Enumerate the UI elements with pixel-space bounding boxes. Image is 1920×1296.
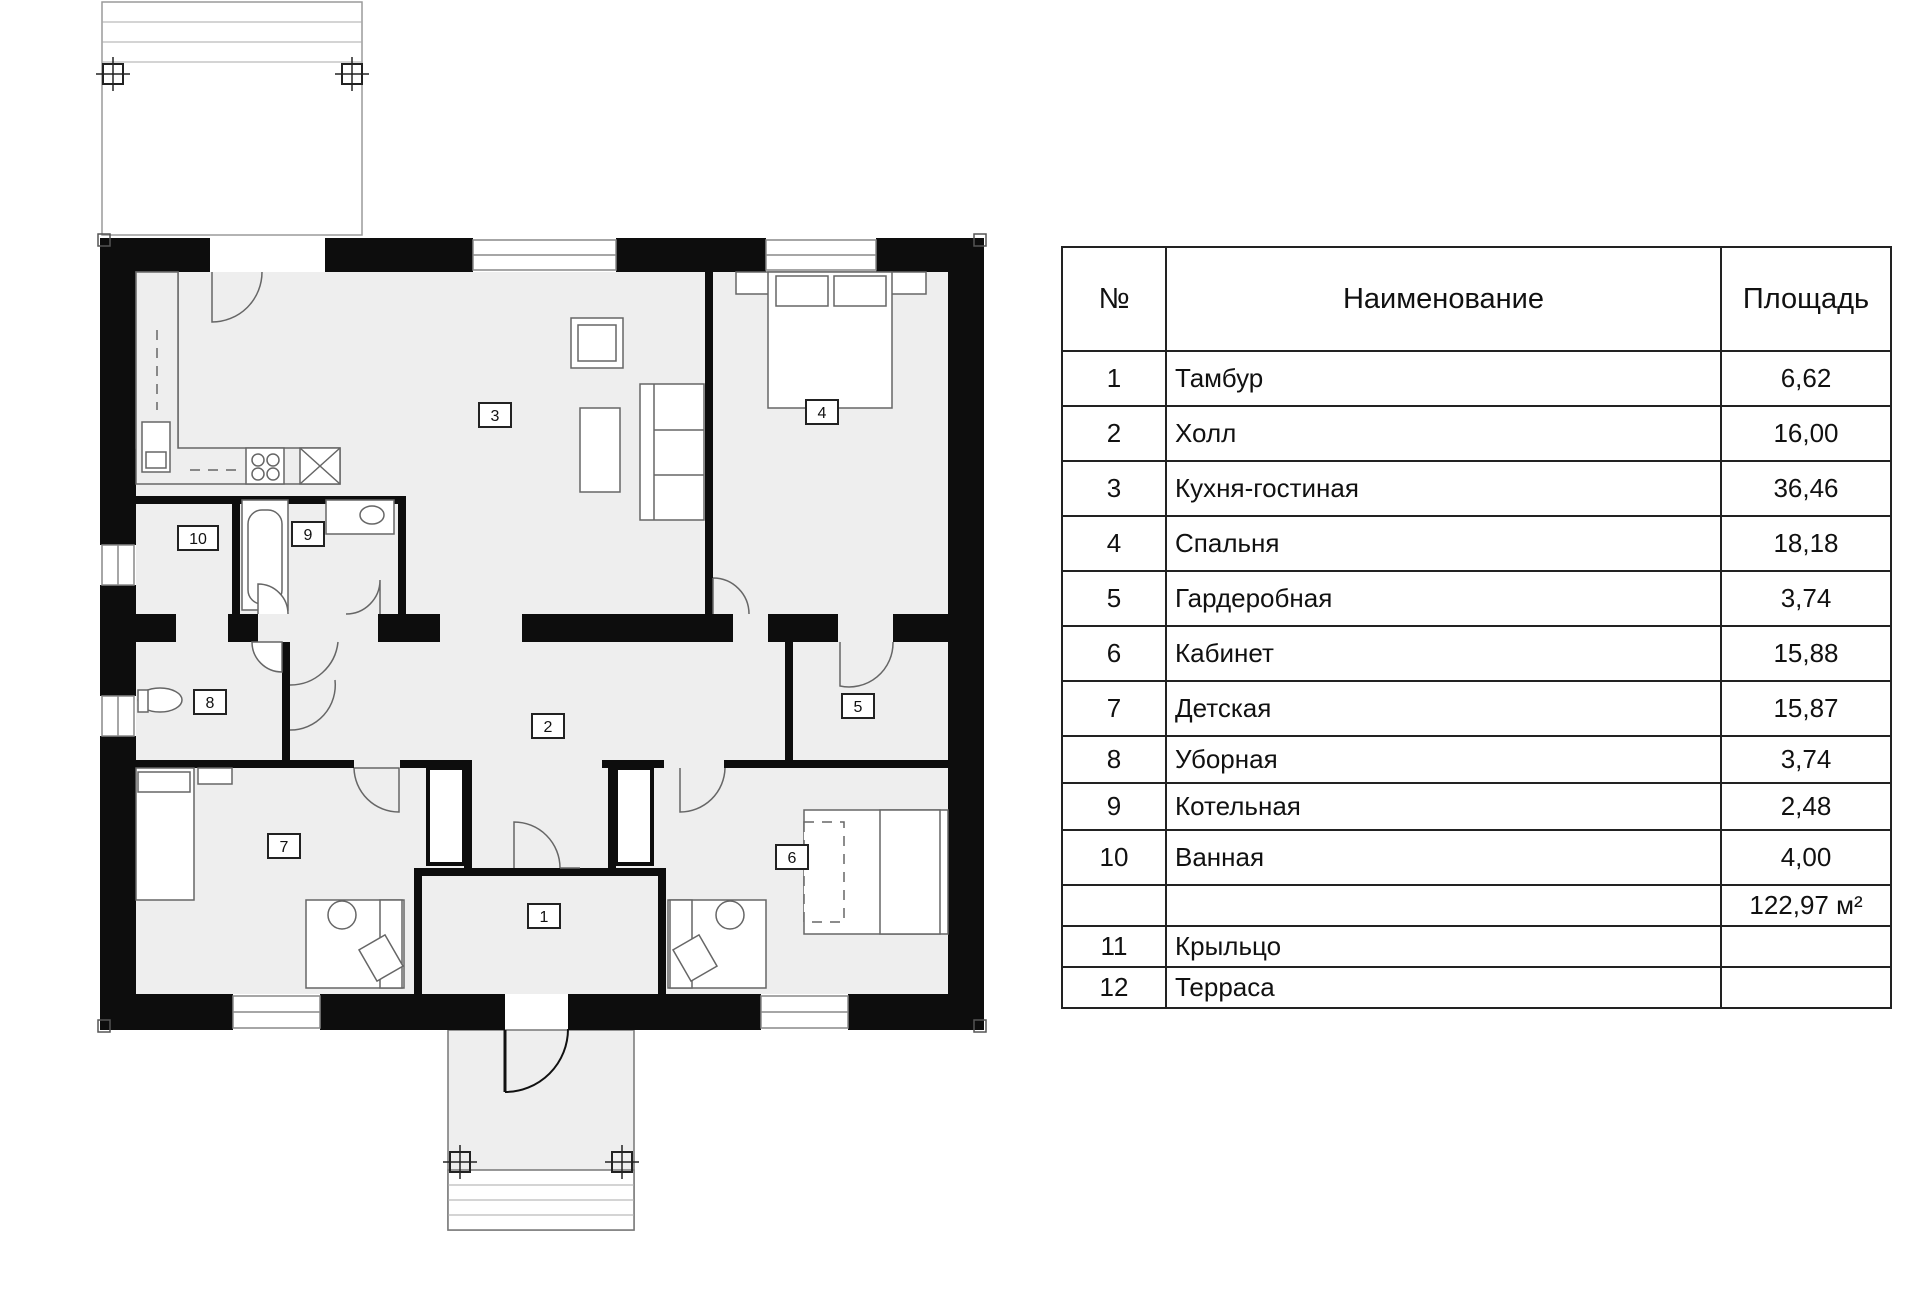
row-num: 9 bbox=[1061, 782, 1167, 831]
row-area: 15,88 bbox=[1720, 625, 1892, 682]
row-name: Крыльцо bbox=[1165, 925, 1722, 968]
row-num: 2 bbox=[1061, 405, 1167, 462]
header-num: № bbox=[1061, 246, 1167, 352]
floor-plan: 1 2 3 4 5 6 7 8 bbox=[96, 1, 987, 1231]
row-area: 3,74 bbox=[1720, 570, 1892, 627]
svg-text:5: 5 bbox=[854, 699, 863, 716]
row-area bbox=[1720, 925, 1892, 968]
row-area: 2,48 bbox=[1720, 782, 1892, 831]
row-num: 12 bbox=[1061, 966, 1167, 1009]
row-area: 4,00 bbox=[1720, 829, 1892, 886]
table-row: 6 Кабинет 15,88 bbox=[1061, 625, 1892, 682]
svg-text:6: 6 bbox=[788, 850, 797, 867]
row-num: 11 bbox=[1061, 925, 1167, 968]
row-area: 3,74 bbox=[1720, 735, 1892, 784]
table-row: 9 Котельная 2,48 bbox=[1061, 782, 1892, 831]
bathroom-fixtures bbox=[241, 499, 395, 615]
table-row: 12 Терраса bbox=[1061, 966, 1892, 1009]
room-tag-8: 8 bbox=[193, 689, 227, 715]
table-row: 3 Кухня-гостиная 36,46 bbox=[1061, 460, 1892, 517]
bedroom-bed bbox=[735, 271, 927, 409]
row-name: Кабинет bbox=[1165, 625, 1722, 682]
svg-text:3: 3 bbox=[491, 408, 500, 425]
total-num bbox=[1061, 884, 1167, 927]
table-row: 7 Детская 15,87 bbox=[1061, 680, 1892, 737]
room-tag-3: 3 bbox=[478, 402, 512, 428]
row-name: Ванная bbox=[1165, 829, 1722, 886]
svg-text:1: 1 bbox=[540, 909, 549, 926]
kitchen-set bbox=[135, 271, 341, 485]
svg-text:10: 10 bbox=[189, 531, 207, 548]
windows bbox=[101, 239, 877, 1029]
table-row: 1 Тамбур 6,62 bbox=[1061, 350, 1892, 407]
svg-text:8: 8 bbox=[206, 695, 215, 712]
row-name: Кухня-гостиная bbox=[1165, 460, 1722, 517]
svg-text:4: 4 bbox=[818, 405, 827, 422]
row-name: Уборная bbox=[1165, 735, 1722, 784]
terrace-north bbox=[96, 1, 369, 236]
row-num: 8 bbox=[1061, 735, 1167, 784]
row-num: 5 bbox=[1061, 570, 1167, 627]
corner-markers bbox=[97, 233, 987, 1033]
table-row: 10 Ванная 4,00 bbox=[1061, 829, 1892, 886]
row-name: Холл bbox=[1165, 405, 1722, 462]
row-num: 6 bbox=[1061, 625, 1167, 682]
row-area: 18,18 bbox=[1720, 515, 1892, 572]
row-area: 36,46 bbox=[1720, 460, 1892, 517]
row-name: Детская bbox=[1165, 680, 1722, 737]
table-total-row: 122,97 м² bbox=[1061, 884, 1892, 927]
row-area: 16,00 bbox=[1720, 405, 1892, 462]
row-area: 15,87 bbox=[1720, 680, 1892, 737]
porch-south bbox=[443, 1028, 639, 1231]
row-name: Гардеробная bbox=[1165, 570, 1722, 627]
wc-fixtures bbox=[137, 641, 283, 713]
room-tag-9: 9 bbox=[291, 521, 325, 547]
room-tag-4: 4 bbox=[805, 399, 839, 425]
svg-text:7: 7 bbox=[280, 839, 289, 856]
row-name: Тамбур bbox=[1165, 350, 1722, 407]
row-num: 10 bbox=[1061, 829, 1167, 886]
header-name: Наименование bbox=[1165, 246, 1722, 352]
table-row: 8 Уборная 3,74 bbox=[1061, 735, 1892, 784]
room-area-table: № Наименование Площадь 1 Тамбур 6,62 2 Х… bbox=[1061, 246, 1892, 1009]
row-name: Спальня bbox=[1165, 515, 1722, 572]
row-num: 1 bbox=[1061, 350, 1167, 407]
floor-plan-drawing: 1 2 3 4 5 6 7 8 bbox=[96, 1, 987, 1231]
room-tags: 1 2 3 4 5 6 7 8 bbox=[177, 399, 875, 929]
row-area: 6,62 bbox=[1720, 350, 1892, 407]
room-tag-5: 5 bbox=[841, 693, 875, 719]
room-tag-1: 1 bbox=[527, 903, 561, 929]
row-num: 7 bbox=[1061, 680, 1167, 737]
svg-text:2: 2 bbox=[544, 719, 553, 736]
kids-room-furniture bbox=[135, 767, 405, 989]
row-area bbox=[1720, 966, 1892, 1009]
room-tag-10: 10 bbox=[177, 525, 219, 551]
office-furniture bbox=[667, 809, 949, 989]
row-num: 3 bbox=[1061, 460, 1167, 517]
header-area: Площадь bbox=[1720, 246, 1892, 352]
living-furniture bbox=[570, 317, 705, 521]
total-area: 122,97 м² bbox=[1720, 884, 1892, 927]
table-row: 5 Гардеробная 3,74 bbox=[1061, 570, 1892, 627]
total-name bbox=[1165, 884, 1722, 927]
walls bbox=[100, 238, 984, 1030]
row-name: Котельная bbox=[1165, 782, 1722, 831]
table-row: 4 Спальня 18,18 bbox=[1061, 515, 1892, 572]
room-tag-2: 2 bbox=[531, 713, 565, 739]
table-row: 11 Крыльцо bbox=[1061, 925, 1892, 968]
row-name: Терраса bbox=[1165, 966, 1722, 1009]
doors bbox=[211, 271, 894, 869]
table-header-row: № Наименование Площадь bbox=[1061, 246, 1892, 352]
row-num: 4 bbox=[1061, 515, 1167, 572]
room-tag-6: 6 bbox=[775, 844, 809, 870]
table-row: 2 Холл 16,00 bbox=[1061, 405, 1892, 462]
svg-text:9: 9 bbox=[304, 527, 313, 544]
room-tag-7: 7 bbox=[267, 833, 301, 859]
